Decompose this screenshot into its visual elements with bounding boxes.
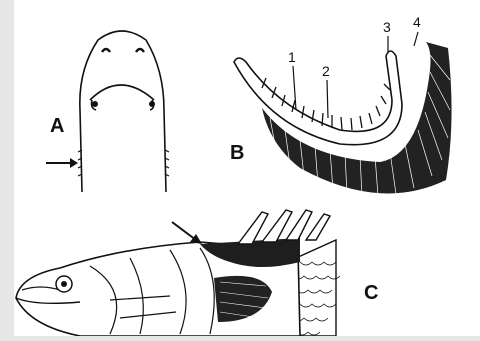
panel-a-label: A <box>50 115 64 138</box>
panel-c-label: C <box>364 282 378 305</box>
callout-1: 1 <box>288 49 296 65</box>
callout-3: 3 <box>383 19 391 35</box>
left-margin <box>0 0 14 336</box>
callout-2: 2 <box>322 63 330 79</box>
panel-b-label: B <box>230 142 244 165</box>
callout-4: 4 <box>413 14 421 30</box>
